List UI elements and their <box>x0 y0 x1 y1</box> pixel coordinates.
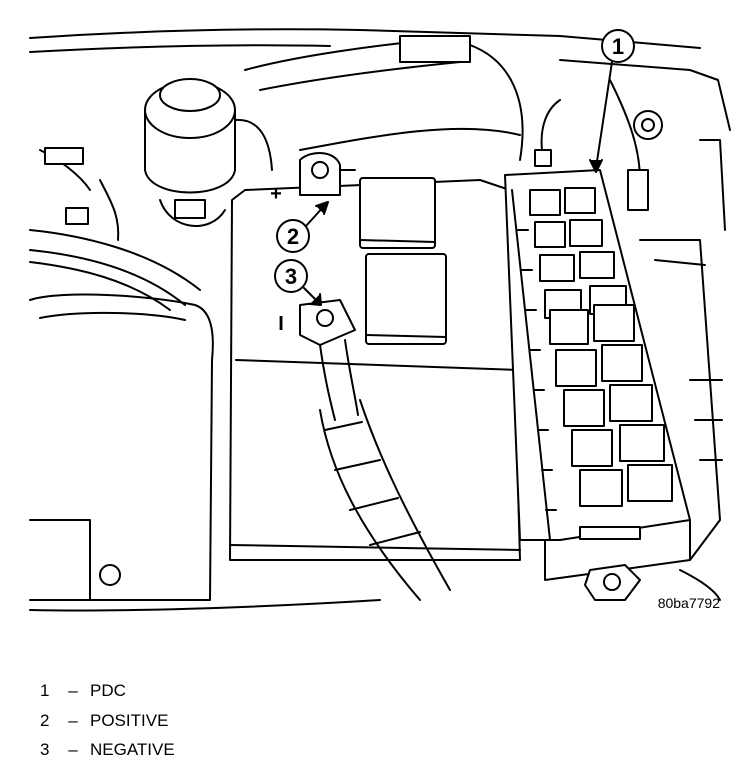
air-cleaner-housing <box>29 293 381 612</box>
callout-1-circle <box>589 29 635 173</box>
callout-2-number: 2 <box>287 224 299 249</box>
legend-label: PDC <box>90 681 126 700</box>
positive-symbol: + <box>270 183 282 205</box>
left-hoses <box>29 147 201 311</box>
pdc-relays <box>529 187 673 507</box>
legend-item-negative: 3–NEGATIVE <box>40 735 175 765</box>
fender-bracket <box>639 139 726 601</box>
battery <box>229 177 521 561</box>
ground-stud <box>584 564 641 601</box>
figure-code: 80ba7792 <box>658 595 721 611</box>
negative-symbol: I <box>278 313 284 335</box>
legend-label: POSITIVE <box>90 710 169 730</box>
positive-terminal <box>299 152 356 196</box>
callout-3-number: 3 <box>285 264 297 289</box>
callout-2-circle <box>276 201 329 253</box>
engine-compartment-diagram: 1 2 3 + I 80ba7792 <box>29 28 731 612</box>
negative-terminal <box>299 299 451 601</box>
legend-label: NEGATIVE <box>90 740 175 759</box>
legend-item-pdc: 1–PDC <box>40 676 175 706</box>
reservoir <box>144 78 273 227</box>
legend-number: 1 <box>40 681 50 700</box>
legend-number: 2 <box>40 710 50 730</box>
pdc-fuse-column <box>511 189 557 541</box>
legend-dash: – <box>68 681 78 700</box>
callout-1-number: 1 <box>612 34 624 59</box>
legend-dash: – <box>68 740 78 759</box>
callout-3-circle <box>274 259 322 306</box>
legend-number: 3 <box>40 740 50 759</box>
legend: 1–PDC 2–POSITIVE 3–NEGATIVE <box>40 676 175 765</box>
legend-dash: – <box>68 710 78 730</box>
wire-harness <box>244 35 663 211</box>
hood-edge <box>29 28 731 131</box>
legend-item-positive: 2–POSITIVE <box>40 706 175 736</box>
